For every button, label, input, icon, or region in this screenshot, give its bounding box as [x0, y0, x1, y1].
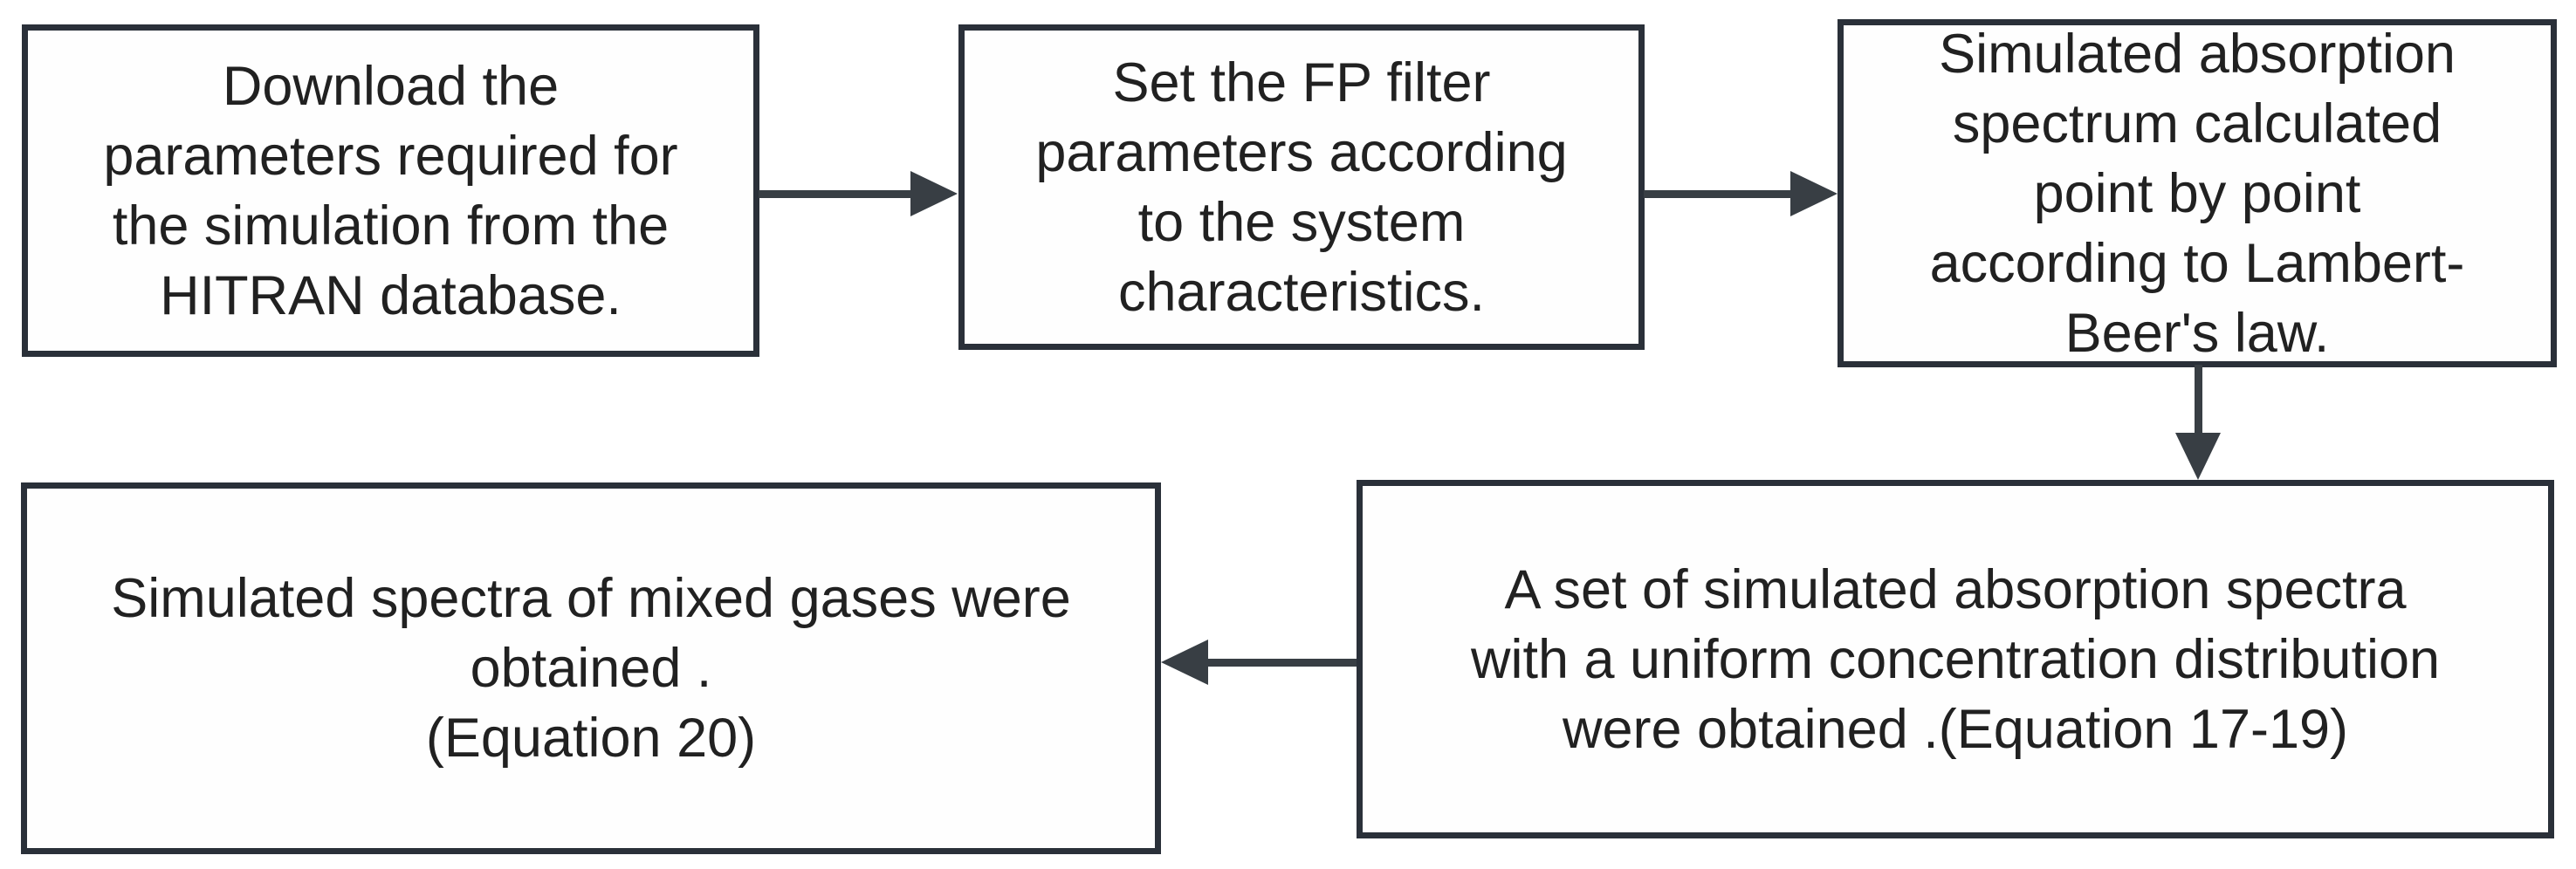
node-line: parameters required for [103, 125, 678, 187]
node-line: (Equation 20) [425, 708, 757, 769]
node-line: point by point [2033, 162, 2361, 224]
node-line: Set the FP filter [1112, 51, 1491, 113]
node-line: Simulated absorption [1939, 23, 2456, 85]
node-download-hitran: Download the parameters required for the… [22, 24, 759, 357]
arrow-right-icon [1790, 171, 1838, 216]
node-line: Download the [222, 55, 560, 117]
node-line: spectrum calculated [1952, 92, 2442, 154]
node-line: were obtained .(Equation 17-19) [1562, 698, 2349, 760]
node-mixed-gas-spectra: Simulated spectra of mixed gases were ob… [21, 482, 1161, 854]
arrow-shaft [1208, 659, 1357, 667]
node-line: characteristics. [1117, 261, 1486, 323]
node-line: the simulation from the [112, 195, 670, 257]
node-line: according to Lambert- [1929, 232, 2465, 294]
arrow-left-icon [1161, 640, 1208, 685]
arrow-shaft [1644, 190, 1790, 198]
node-set-fp-filter: Set the FP filter parameters according t… [958, 24, 1645, 350]
node-line: parameters according [1035, 121, 1568, 183]
node-line: to the system [1137, 191, 1466, 253]
node-line: with a uniform concentration distributio… [1470, 628, 2441, 690]
node-simulate-absorption: Simulated absorption spectrum calculated… [1838, 19, 2557, 367]
node-line: A set of simulated absorption spectra [1504, 558, 2407, 620]
node-line: HITRAN database. [160, 264, 622, 326]
node-line: obtained . [470, 638, 712, 699]
arrow-shaft [759, 190, 911, 198]
arrow-shaft [2195, 365, 2202, 433]
node-uniform-spectra: A set of simulated absorption spectra wi… [1357, 480, 2554, 838]
arrow-down-icon [2175, 433, 2221, 480]
node-line: Beer's law. [2064, 302, 2330, 364]
arrow-right-icon [910, 171, 958, 216]
node-line: Simulated spectra of mixed gases were [111, 568, 1071, 629]
